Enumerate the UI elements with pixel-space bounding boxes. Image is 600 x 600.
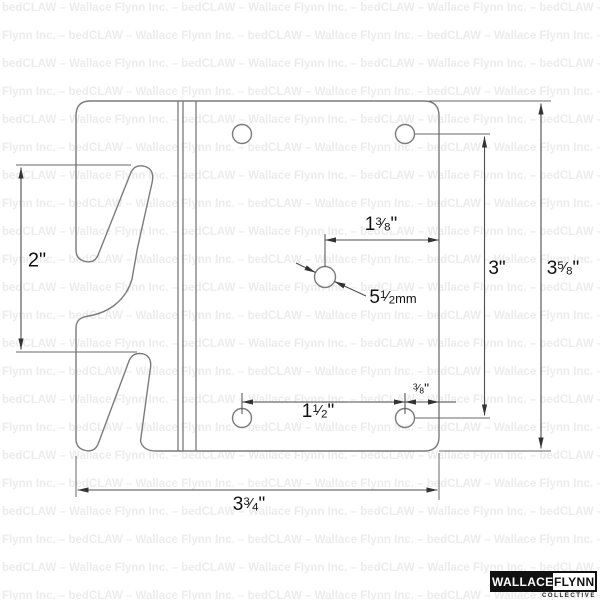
dim-unit: " (258, 494, 266, 515)
watermark-row: Flynn Inc. – bedCLAW – Wallace Flynn Inc… (2, 254, 600, 266)
hole-top-right (394, 123, 416, 145)
watermark-row: bedCLAW – Wallace Flynn Inc. – bedCLAW –… (2, 282, 600, 294)
dim-value: 3 (546, 258, 558, 279)
watermark-row: Flynn Inc. – bedCLAW – Wallace Flynn Inc… (2, 86, 600, 98)
logo-box: WALLACE FLYNN (490, 571, 597, 592)
logo-flynn-label: FLYNN (554, 574, 595, 589)
dim-unit: " (390, 214, 398, 235)
dim-unit: " (572, 258, 580, 279)
watermark-row: bedCLAW – Wallace Flynn Inc. – bedCLAW –… (2, 58, 600, 70)
dim-value: 5 (369, 287, 380, 308)
watermark-row: Flynn Inc. – bedCLAW – Wallace Flynn Inc… (2, 30, 600, 42)
dim-label-hole-rows-spacing: 3" (488, 258, 505, 280)
hole-center (313, 265, 337, 289)
leader-center-hole-lower (334, 281, 367, 297)
dim-label-plate-height: 35⁄8" (546, 258, 580, 279)
watermark-row: bedCLAW – Wallace Flynn Inc. – bedCLAW –… (2, 338, 600, 350)
watermark-row: Flynn Inc. – bedCLAW – Wallace Flynn Inc… (2, 366, 600, 378)
dim-value: 2 (27, 249, 40, 272)
watermark-row: Flynn Inc. – bedCLAW – Wallace Flynn Inc… (2, 310, 600, 322)
watermark-row: bedCLAW – Wallace Flynn Inc. – bedCLAW –… (2, 506, 600, 518)
dim-unit: " (327, 401, 335, 422)
watermark-row: Flynn Inc. – bedCLAW – Wallace Flynn Inc… (2, 478, 600, 490)
dim-label-bottom-holes-spacing: 11⁄2" (301, 401, 335, 422)
dim-unit: " (39, 249, 47, 272)
watermark-row: Flynn Inc. – bedCLAW – Wallace Flynn Inc… (2, 590, 600, 600)
dim-value: 1 (301, 401, 313, 422)
dim-value: 1 (364, 214, 376, 235)
dim-value: 3 (232, 494, 244, 515)
watermark-row: Flynn Inc. – bedCLAW – Wallace Flynn Inc… (2, 422, 600, 434)
wallace-flynn-logo: WALLACE FLYNN COLLECTIVE (490, 571, 597, 599)
watermark-row: bedCLAW – Wallace Flynn Inc. – bedCLAW –… (2, 2, 600, 14)
dim-label-hole-to-edge: 3⁄8" (412, 380, 430, 396)
logo-wallace-label: WALLACE (492, 573, 554, 590)
watermark-row: bedCLAW – Wallace Flynn Inc. – bedCLAW –… (2, 450, 600, 462)
leader-center-hole-upper (295, 262, 316, 273)
dim-label-hook-spacing: 2" (28, 250, 46, 273)
dim-unit: " (498, 258, 506, 279)
plate-outline (75, 100, 440, 452)
dim-unit: mm (395, 291, 417, 306)
watermark-row: Flynn Inc. – bedCLAW – Wallace Flynn Inc… (2, 198, 600, 210)
watermark-row: bedCLAW – Wallace Flynn Inc. – bedCLAW –… (2, 114, 600, 126)
logo-collective-label: COLLECTIVE (541, 593, 596, 599)
watermark-row: bedCLAW – Wallace Flynn Inc. – bedCLAW –… (2, 226, 600, 238)
hole-top-left (231, 123, 253, 145)
dim-unit: " (424, 380, 430, 396)
dim-label-center-hole-diameter: 51⁄2mm (369, 287, 417, 308)
dim-label-center-hole-to-edge: 13⁄8" (364, 214, 398, 235)
watermark-row: bedCLAW – Wallace Flynn Inc. – bedCLAW –… (2, 562, 600, 574)
dim-value: 3 (488, 258, 499, 279)
dim-label-plate-width: 33⁄4" (232, 494, 266, 515)
watermark-row: Flynn Inc. – bedCLAW – Wallace Flynn Inc… (2, 534, 600, 546)
watermark-row: Flynn Inc. – bedCLAW – Wallace Flynn Inc… (2, 142, 600, 154)
